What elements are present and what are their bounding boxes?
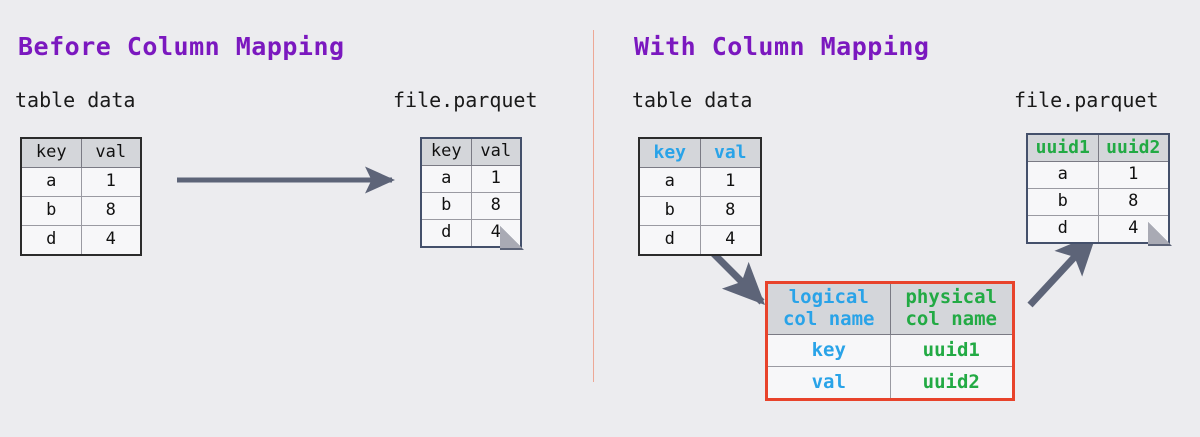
cell-val: 1 [470,165,522,193]
table-row: a 1 [20,167,142,197]
right-parquet-file: uuid1 uuid2 a 1 b 8 d 4 [1026,133,1172,246]
mapping-logical-name: val [766,366,891,400]
table-header-row: key val [638,137,762,168]
cell-key: b [20,196,82,226]
table-row: b 8 [638,196,762,226]
table-row: d 4 [420,219,522,248]
cell-uuid1: d [1026,215,1099,244]
column-header-val: val [80,137,142,168]
table-row: a 1 [638,167,762,197]
cell-key: a [20,167,82,197]
column-header-uuid2: uuid2 [1097,133,1170,162]
mapping-header-physical-line1: physical [905,286,997,309]
cell-uuid2: 1 [1097,161,1170,189]
mapping-physical-name: uuid1 [889,334,1014,367]
table-row: a 1 [420,165,522,193]
left-table-caption: table data [15,88,136,112]
cell-val: 4 [80,225,142,256]
column-header-uuid1: uuid1 [1026,133,1099,162]
cell-key: d [20,225,82,256]
cell-val: 4 [699,225,762,256]
cell-key: a [420,165,472,193]
mapping-physical-name: uuid2 [889,366,1014,400]
cell-key: d [420,219,472,248]
right-table-caption: table data [632,88,753,112]
table-header-row: key val [20,137,142,168]
cell-key: d [638,225,701,256]
left-panel-title: Before Column Mapping [18,32,345,61]
cell-uuid2: 4 [1097,215,1170,244]
mapping-header-row: logical col name physical col name [766,282,1014,335]
mapping-row: val uuid2 [766,366,1014,400]
left-parquet-table: key val a 1 b 8 d 4 [420,137,522,248]
right-table-data: key val a 1 b 8 d 4 [638,137,762,256]
left-parquet-file: key val a 1 b 8 d 4 [420,137,524,250]
column-header-key: key [20,137,82,168]
table-row: a 1 [1026,161,1170,189]
panel-divider [593,30,594,382]
table-row: d 4 [638,225,762,256]
table-row: b 8 [20,196,142,226]
left-file-caption: file.parquet [393,88,538,112]
cell-key: a [638,167,701,197]
cell-val: 4 [470,219,522,248]
right-panel-title: With Column Mapping [634,32,930,61]
column-header-val: val [470,137,522,166]
cell-key: b [638,196,701,226]
cell-uuid1: b [1026,188,1099,216]
table-row: d 4 [20,225,142,256]
cell-uuid1: a [1026,161,1099,189]
cell-val: 8 [470,192,522,220]
cell-key: b [420,192,472,220]
cell-uuid2: 8 [1097,188,1170,216]
cell-val: 8 [699,196,762,226]
left-table-data: key val a 1 b 8 d 4 [20,137,142,256]
mapping-row: key uuid1 [766,334,1014,367]
column-header-key: key [638,137,701,168]
table-row: d 4 [1026,215,1170,244]
table-row: b 8 [1026,188,1170,216]
mapping-header-logical-line1: logical [788,286,869,309]
table-header-row: uuid1 uuid2 [1026,133,1170,162]
mapping-header-physical-line2: col name [905,308,997,330]
cell-val: 8 [80,196,142,226]
table-row: b 8 [420,192,522,220]
column-header-val: val [699,137,762,168]
cell-val: 1 [80,167,142,197]
right-parquet-table: uuid1 uuid2 a 1 b 8 d 4 [1026,133,1170,244]
mapping-to-parquet-arrow [1027,232,1097,308]
mapping-header-logical: logical col name [766,282,891,335]
column-mapping-table: logical col name physical col name key u… [765,281,1015,401]
column-header-key: key [420,137,472,166]
right-file-caption: file.parquet [1014,88,1159,112]
cell-val: 1 [699,167,762,197]
mapping-header-logical-line2: col name [782,308,875,330]
mapping-logical-name: key [766,334,891,367]
table-header-row: key val [420,137,522,166]
mapping-header-physical: physical col name [889,282,1014,335]
